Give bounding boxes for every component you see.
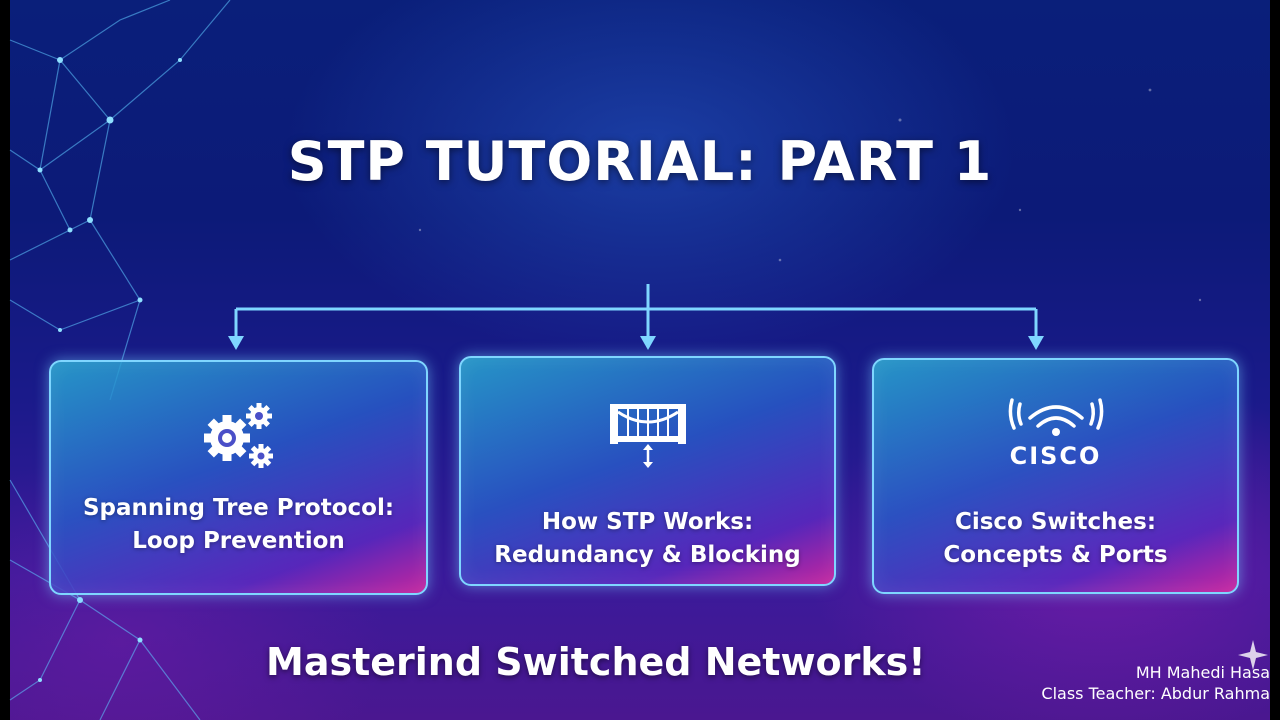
card-cisco-switches: CISCO Cisco Switches: Concepts & Ports	[872, 358, 1239, 594]
card-label-line-1: Spanning Tree Protocol:	[82, 495, 395, 521]
card-label: Spanning Tree Protocol: Loop Prevention	[51, 492, 426, 558]
sparkle-icon	[1238, 640, 1268, 670]
right-letterbox	[1270, 0, 1280, 720]
gears-icon	[199, 400, 279, 476]
card-label: Cisco Switches: Concepts & Ports	[874, 506, 1237, 572]
card-how-stp-works: How STP Works: Redundancy & Blocking	[459, 356, 836, 586]
slide-subtitle: Masterind Switched Networks!	[266, 640, 926, 684]
card-spanning-tree-protocol: Spanning Tree Protocol: Loop Prevention	[49, 360, 428, 595]
card-label: How STP Works: Redundancy & Blocking	[461, 506, 834, 572]
arrow-down-left	[228, 336, 244, 350]
card-label-line-2: Concepts & Ports	[943, 542, 1168, 568]
slide-title: STP TUTORIAL: PART 1	[287, 130, 993, 193]
card-label-line-2: Redundancy & Blocking	[494, 542, 801, 568]
author-credit: MH Mahedi Hasa	[1135, 663, 1270, 682]
card-label-line-2: Loop Prevention	[132, 528, 345, 554]
teacher-credit: Class Teacher: Abdur Rahma	[1041, 684, 1270, 703]
card-label-line-1: Cisco Switches:	[954, 509, 1157, 535]
wireless-signal-icon	[1008, 390, 1104, 444]
left-letterbox	[0, 0, 10, 720]
cisco-logo-text: CISCO	[1009, 442, 1102, 470]
card-label-line-1: How STP Works:	[541, 509, 754, 535]
bridge-icon	[608, 402, 688, 472]
arrow-down-right	[1028, 336, 1044, 350]
arrow-down-center	[640, 336, 656, 350]
